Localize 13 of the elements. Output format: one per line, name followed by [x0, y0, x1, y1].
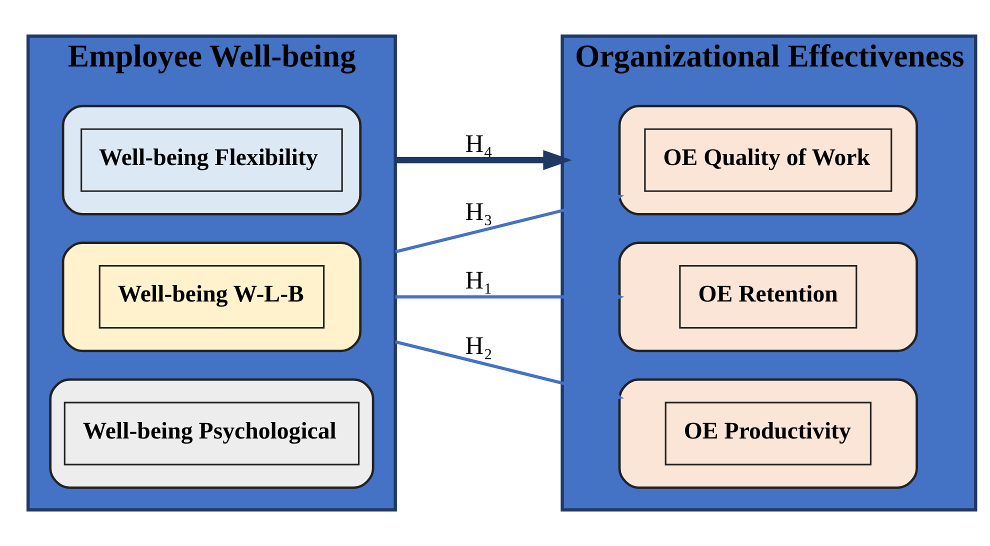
- arrow: [394, 150, 572, 170]
- node-box: Well-being Flexibility: [61, 104, 362, 216]
- node-box: OE Productivity: [618, 378, 918, 489]
- node-box: OE Retention: [618, 242, 918, 352]
- edge-label: H₄: [464, 128, 492, 158]
- edge-label: H₂: [464, 330, 492, 360]
- node-box: OE Quality of Work: [618, 104, 918, 216]
- node-box: Well-being W-L-B: [61, 242, 362, 352]
- arrow: [394, 340, 624, 401]
- node-box: Well-being Psychological: [48, 378, 374, 489]
- arrow: [394, 193, 624, 254]
- edge-label: H₁: [464, 266, 492, 295]
- edge-label: H₃: [464, 197, 492, 226]
